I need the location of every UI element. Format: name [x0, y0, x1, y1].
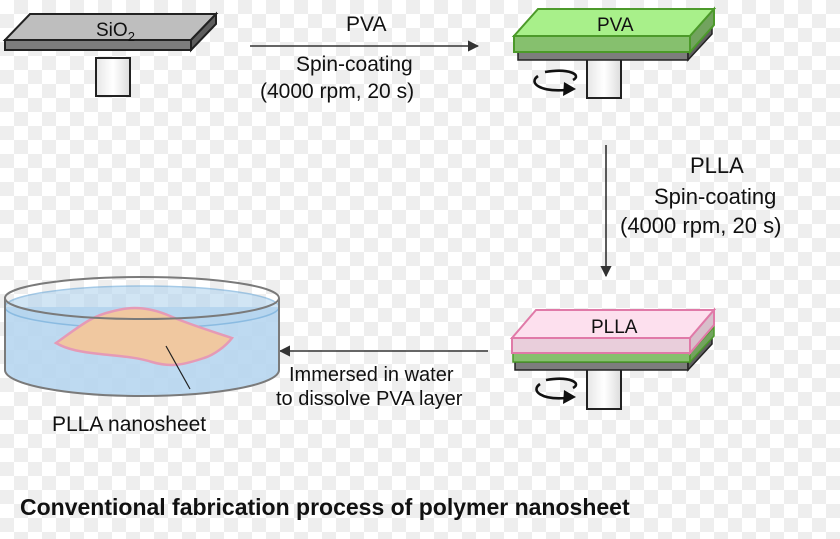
- sio2-substrate-stage: SiO2: [2, 11, 219, 97]
- plla-nanosheet-shape: [53, 306, 235, 367]
- pva-layer-front: [512, 352, 691, 363]
- pva-layer-front: [513, 35, 691, 53]
- pva-plate-label: PVA: [597, 15, 634, 36]
- rotation-arrow-icon: [535, 377, 578, 404]
- spin-chuck-shaft: [586, 57, 622, 99]
- step1-method-label: Spin-coating: [296, 53, 413, 76]
- nanosheet-pointer-line: [165, 345, 191, 390]
- sio2-label: SiO2: [96, 20, 135, 44]
- diagram-caption: Conventional fabrication process of poly…: [20, 494, 630, 520]
- petri-dish: PLLA nanosheet: [4, 276, 280, 436]
- substrate-layer: [514, 361, 689, 371]
- spin-chuck-shaft: [586, 367, 622, 410]
- step2-method-label: Spin-coating: [654, 184, 776, 209]
- spin-chuck-shaft: [95, 57, 131, 97]
- plla-coated-stage: PLLA: [509, 307, 717, 410]
- step3-action-label: Immersed in water: [289, 364, 454, 386]
- step1-condition-label: (4000 rpm, 20 s): [260, 80, 414, 103]
- dish-wall: [4, 298, 280, 397]
- dish-rim: [4, 276, 280, 320]
- sio2-substrate-side: [190, 11, 217, 53]
- rotation-arrow-icon: [533, 69, 578, 96]
- sio2-substrate-front: [4, 39, 192, 51]
- substrate-layer: [517, 51, 689, 61]
- plla-layer-side: [689, 307, 715, 356]
- step2-material-label: PLLA: [690, 153, 744, 178]
- step3-purpose-label: to dissolve PVA layer: [276, 388, 463, 410]
- step1-material-label: PVA: [346, 13, 386, 36]
- plla-plate-label: PLLA: [591, 317, 638, 338]
- step2-condition-label: (4000 rpm, 20 s): [620, 213, 781, 238]
- plla-layer-front: [511, 337, 691, 354]
- nanosheet-label: PLLA nanosheet: [52, 413, 206, 436]
- pva-layer-side: [689, 6, 715, 55]
- pva-coated-stage: PVA: [511, 6, 717, 99]
